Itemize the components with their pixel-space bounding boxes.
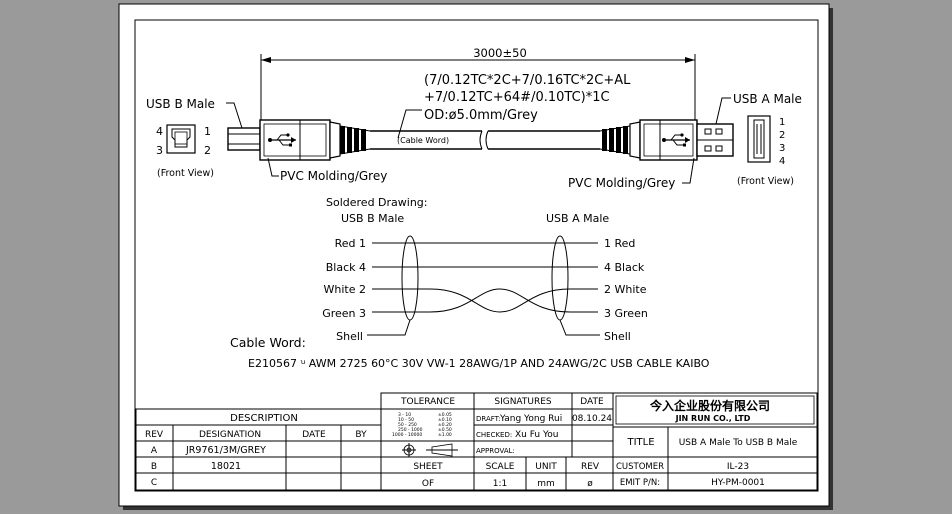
left-wire-red: Red 1 xyxy=(335,237,366,250)
left-wire-green: Green 3 xyxy=(322,307,366,320)
svg-text:±1.00: ±1.00 xyxy=(438,432,452,438)
right-wire-red: 1 Red xyxy=(604,237,635,250)
cable-word-tag: (Cable Word) xyxy=(397,136,449,145)
svg-text:50 - 250: 50 - 250 xyxy=(398,422,417,428)
svg-text:1000 - 10000: 1000 - 10000 xyxy=(392,432,422,438)
usb-b-pin-4: 4 xyxy=(156,125,163,138)
right-wire-green: 3 Green xyxy=(604,307,648,320)
customer-value: IL-23 xyxy=(727,462,749,472)
usb-b-connector xyxy=(227,119,371,161)
checked-label: CHECKED: xyxy=(476,431,512,439)
usb-a-connector xyxy=(599,119,734,161)
right-wire-shell: Shell xyxy=(604,330,631,343)
spec-line-1: (7/0.12TC*2C+7/0.16TC*2C+AL xyxy=(424,73,631,88)
usb-b-molding-label: PVC Molding/Grey xyxy=(280,169,387,183)
customer-label: CUSTOMER xyxy=(616,462,664,472)
left-wire-shell: Shell xyxy=(336,330,363,343)
usb-a-front-view: 1 2 3 4 (Front View) xyxy=(737,115,794,187)
svg-text:3 - 10: 3 - 10 xyxy=(398,412,411,418)
sheet-value: OF xyxy=(422,479,434,489)
row-rev-b: B xyxy=(151,462,157,472)
cable-spec: (7/0.12TC*2C+7/0.16TC*2C+AL +7/0.12TC+64… xyxy=(397,73,631,139)
usb-a-pin-4: 4 xyxy=(779,156,785,167)
draft-date: 08.10.24 xyxy=(572,414,612,424)
tolerance-table: 3 - 10 ±0.05 10 - 50 ±0.10 50 - 250 ±0.2… xyxy=(392,412,452,438)
projection-symbol-icon xyxy=(402,443,458,457)
usb-b-pin-1: 1 xyxy=(204,125,211,138)
title-label: TITLE xyxy=(626,437,654,448)
left-wire-black: Black 4 xyxy=(326,261,366,274)
col-designation: DESIGNATION xyxy=(199,430,261,440)
company-name-cn: 今入企业股份有限公司 xyxy=(649,398,770,413)
usb-a-pin-3: 3 xyxy=(779,143,785,154)
company-name-en: JIN RUN CO., LTD xyxy=(675,414,751,423)
signatures-header: SIGNATURES xyxy=(494,397,552,407)
usb-a-front-view-label: (Front View) xyxy=(737,176,794,187)
usb-b-strain-relief xyxy=(339,125,371,155)
usb-a-pin-1: 1 xyxy=(779,117,785,128)
soldered-left-header: USB B Male xyxy=(341,212,404,225)
svg-text:10 - 50: 10 - 50 xyxy=(398,417,414,423)
unit-value: mm xyxy=(537,479,555,489)
description-header: DESCRIPTION xyxy=(230,413,298,424)
right-wire-white: 2 White xyxy=(604,283,647,296)
unit-header: UNIT xyxy=(535,462,557,472)
soldered-title: Soldered Drawing: xyxy=(326,196,428,209)
overall-length-dimension: 3000±50 xyxy=(260,46,696,126)
cable-body: (Cable Word) xyxy=(370,130,600,150)
checked-name: Xu Fu You xyxy=(515,430,559,440)
usb-a-strain-relief xyxy=(599,125,631,155)
col-rev: REV xyxy=(145,430,164,440)
title-value: USB A Male To USB B Male xyxy=(679,438,798,448)
scale-value: 1:1 xyxy=(493,479,507,489)
scale-header: SCALE xyxy=(486,462,515,472)
spec-line-3: OD:ø5.0mm/Grey xyxy=(424,108,538,123)
left-wire-white: White 2 xyxy=(324,283,366,296)
row-rev-a: A xyxy=(151,446,158,456)
draft-name: Yang Yong Rui xyxy=(499,414,562,424)
usb-b-pin-2: 2 xyxy=(204,144,211,157)
col-by: BY xyxy=(355,430,367,440)
usb-b-pin-3: 3 xyxy=(156,144,163,157)
col-date: DATE xyxy=(302,430,326,440)
sheet-header: SHEET xyxy=(413,462,443,472)
rev-header: REV xyxy=(581,462,600,472)
approval-label: APPROVAL: xyxy=(476,447,515,455)
cable-word-label: Cable Word: xyxy=(230,335,306,350)
soldered-drawing: Soldered Drawing: USB B Male USB A Male … xyxy=(322,196,648,343)
usb-b-front-view-label: (Front View) xyxy=(157,168,214,179)
row-designation-b: 18021 xyxy=(211,461,241,472)
row-designation-a: JR9761/3M/GREY xyxy=(185,445,266,456)
right-wire-black: 4 Black xyxy=(604,261,645,274)
row-rev-c: C xyxy=(151,478,157,488)
emit-label: EMIT P/N: xyxy=(620,478,660,488)
usb-b-label: USB B Male xyxy=(146,97,215,111)
svg-text:±0.05: ±0.05 xyxy=(438,412,452,418)
cable-word-text: E210567 ꭟ AWM 2725 60°C 30V VW-1 28AWG/1… xyxy=(248,357,710,370)
usb-b-trident-icon xyxy=(268,133,296,147)
length-dimension-text: 3000±50 xyxy=(473,46,527,60)
svg-text:±0.50: ±0.50 xyxy=(438,427,452,433)
usb-a-label: USB A Male xyxy=(733,92,802,106)
soldered-right-header: USB A Male xyxy=(546,212,609,225)
spec-line-2: +7/0.12TC+64#/0.10TC)*1C xyxy=(424,90,610,105)
usb-b-front-view: 4 3 1 2 (Front View) xyxy=(156,124,214,179)
rev-value: ø xyxy=(587,479,593,489)
drawing-border xyxy=(134,19,819,492)
svg-text:250 - 1000: 250 - 1000 xyxy=(398,427,423,433)
svg-text:±0.10: ±0.10 xyxy=(438,417,452,423)
usb-a-trident-icon xyxy=(662,133,690,147)
date-header: DATE xyxy=(580,397,604,407)
emit-value: HY-PM-0001 xyxy=(711,478,765,488)
tolerance-header: TOLERANCE xyxy=(400,397,455,407)
draft-label: DRAFT: xyxy=(476,415,501,423)
usb-a-molding-label: PVC Molding/Grey xyxy=(568,176,675,190)
svg-text:±0.20: ±0.20 xyxy=(438,422,452,428)
usb-a-pin-2: 2 xyxy=(779,130,785,141)
title-block: DESCRIPTION REV DESIGNATION DATE BY A JR… xyxy=(135,392,818,491)
